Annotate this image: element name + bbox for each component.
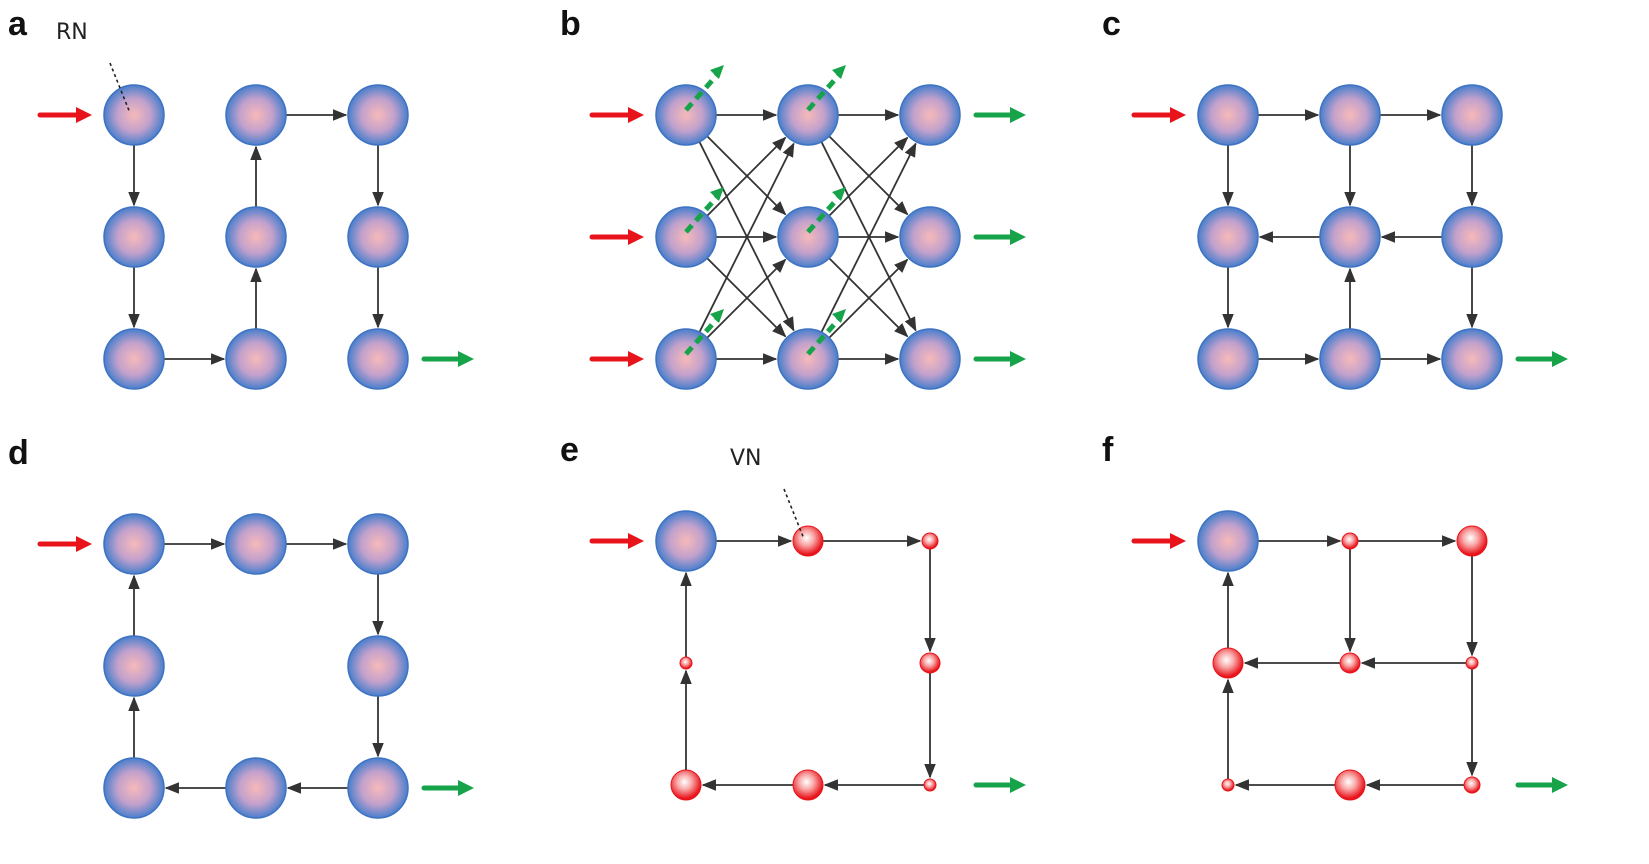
real-node-b9 [899, 328, 961, 390]
real-node-d6 [347, 635, 409, 697]
dashed-output-arrow-b7 [684, 309, 724, 356]
callout-label-real-node: RN [56, 20, 88, 45]
panel-label-e: e [560, 431, 579, 469]
edge-b1-to-b5 [706, 135, 787, 216]
output-arrow-e9 [973, 777, 1026, 793]
real-node-c6 [1441, 206, 1503, 268]
real-node-e1 [655, 510, 717, 572]
virtual-node-e6 [919, 652, 941, 674]
callout-label-virtual-node: VN [730, 446, 762, 471]
panel-label-b: b [560, 5, 581, 43]
edge-b5-to-b9 [828, 257, 909, 338]
edge-b5-to-b3 [828, 136, 909, 217]
input-arrow-f1 [1131, 533, 1186, 549]
real-node-b4 [655, 206, 717, 268]
real-node-a3 [347, 84, 409, 146]
output-arrow-c9 [1515, 351, 1568, 367]
real-node-d1 [103, 513, 165, 575]
real-node-c1 [1197, 84, 1259, 146]
edge-b7-to-b5 [706, 258, 787, 339]
edge-b8-to-b6 [828, 258, 909, 339]
output-arrow-a9 [421, 351, 474, 367]
virtual-node-f5 [1339, 652, 1361, 674]
io-arrows-layer [37, 65, 1568, 796]
real-node-c3 [1441, 84, 1503, 146]
real-node-d7 [103, 757, 165, 819]
real-node-b5 [777, 206, 839, 268]
panel-label-d: d [8, 434, 29, 472]
real-node-a5 [225, 206, 287, 268]
virtual-node-f2 [1341, 532, 1359, 550]
real-node-f1 [1197, 510, 1259, 572]
panel-label-a: a [8, 5, 28, 43]
dashed-output-arrow-b4 [684, 187, 724, 234]
real-node-d8 [225, 757, 287, 819]
panel-label-f: f [1102, 431, 1114, 469]
real-node-a2 [225, 84, 287, 146]
real-node-d3 [347, 513, 409, 575]
panel-label-c: c [1102, 5, 1121, 43]
nodes-layer [103, 84, 1503, 819]
edge-b8-to-b3 [820, 142, 917, 333]
edge-b7-to-b2 [698, 142, 795, 333]
virtual-node-f8 [1334, 769, 1366, 801]
output-arrow-b9 [973, 351, 1026, 367]
real-node-d9 [347, 757, 409, 819]
input-arrow-e1 [589, 533, 644, 549]
dashed-output-arrow-b5 [806, 187, 846, 234]
output-arrow-d9 [421, 780, 474, 796]
output-arrow-b3 [973, 107, 1026, 123]
virtual-node-e7 [670, 769, 702, 801]
virtual-node-e2 [792, 525, 824, 557]
real-node-a1 [103, 84, 165, 146]
labels-layer: a RN b c d e VN f [8, 5, 1121, 540]
real-node-b8 [777, 328, 839, 390]
real-node-c2 [1319, 84, 1381, 146]
real-node-d2 [225, 513, 287, 575]
real-node-a9 [347, 328, 409, 390]
real-node-d4 [103, 635, 165, 697]
real-node-c5 [1319, 206, 1381, 268]
dashed-output-arrow-b1 [684, 65, 724, 112]
real-node-c9 [1441, 328, 1503, 390]
virtual-node-e3 [921, 532, 939, 550]
virtual-node-f9 [1463, 776, 1481, 794]
input-arrow-b7 [589, 351, 644, 367]
real-node-a4 [103, 206, 165, 268]
input-arrow-d1 [37, 536, 92, 552]
real-node-c4 [1197, 206, 1259, 268]
real-node-a7 [103, 328, 165, 390]
real-node-b7 [655, 328, 717, 390]
virtual-node-e4 [679, 656, 693, 670]
virtual-node-f7 [1221, 778, 1235, 792]
edge-b2-to-b6 [828, 135, 909, 216]
edges-layer [128, 109, 1478, 794]
output-arrow-f9 [1515, 777, 1568, 793]
real-node-b3 [899, 84, 961, 146]
input-arrow-b1 [589, 107, 644, 123]
callout-line-a [109, 62, 131, 114]
output-arrow-b6 [973, 229, 1026, 245]
real-node-b1 [655, 84, 717, 146]
input-arrow-b4 [589, 229, 644, 245]
virtual-node-f3 [1456, 525, 1488, 557]
real-node-c8 [1319, 328, 1381, 390]
real-node-b2 [777, 84, 839, 146]
edge-b4-to-b8 [706, 257, 787, 338]
virtual-node-e8 [792, 769, 824, 801]
callout-line-e [783, 488, 805, 540]
input-arrow-a1 [37, 107, 92, 123]
virtual-node-f6 [1465, 656, 1479, 670]
virtual-node-f4 [1212, 647, 1244, 679]
real-node-c7 [1197, 328, 1259, 390]
virtual-node-e9 [923, 778, 937, 792]
dashed-output-arrow-b2 [806, 65, 846, 112]
real-node-a8 [225, 328, 287, 390]
input-arrow-c1 [1131, 107, 1186, 123]
dashed-output-arrow-b8 [806, 309, 846, 356]
real-node-a6 [347, 206, 409, 268]
real-node-b6 [899, 206, 961, 268]
edge-b4-to-b2 [706, 136, 787, 217]
